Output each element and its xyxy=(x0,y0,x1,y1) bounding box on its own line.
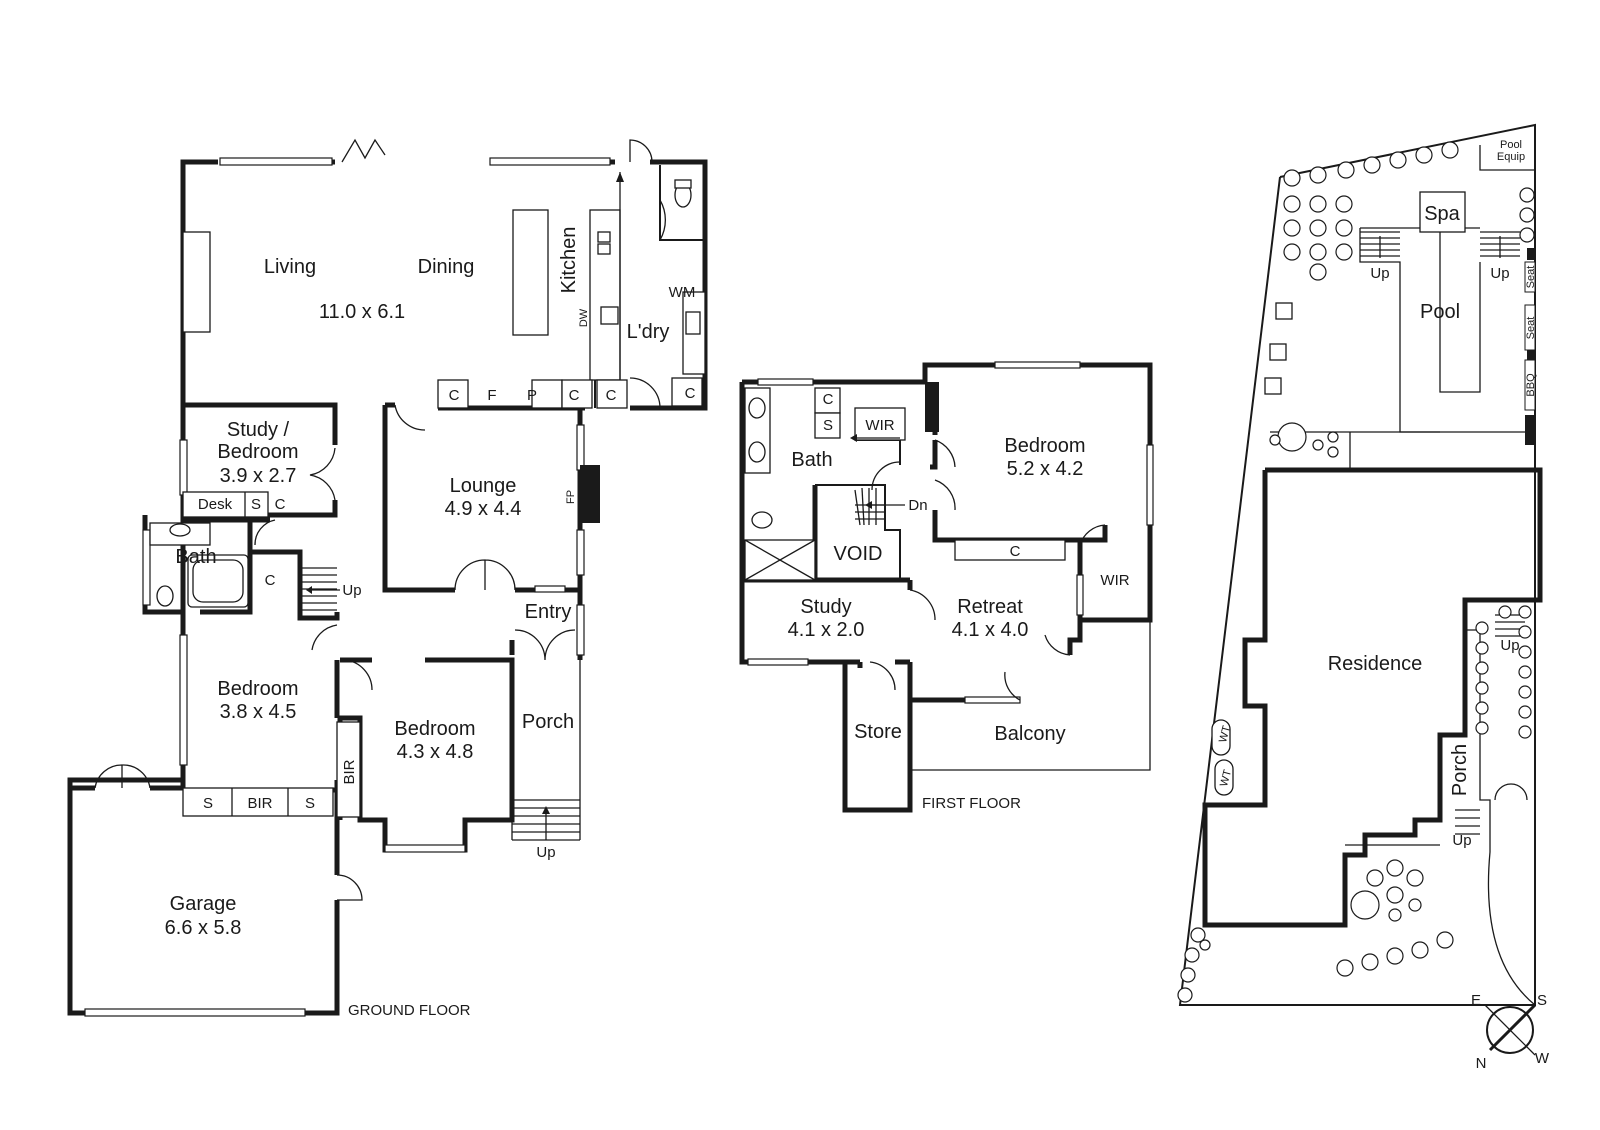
ff-closet-label: C xyxy=(823,391,834,408)
pool-equip-label-2: Equip xyxy=(1497,151,1525,163)
study-title-1: Study / xyxy=(227,419,290,441)
shelf-label-3: S xyxy=(305,795,315,812)
laundry-label: L'dry xyxy=(627,321,670,343)
bbq-label: BBQ xyxy=(1525,373,1537,397)
site-porch-label: Porch xyxy=(1449,744,1471,796)
entry-label: Entry xyxy=(525,601,572,623)
ff-void-label: VOID xyxy=(834,543,883,565)
spa-label: Spa xyxy=(1424,203,1460,225)
ff-study-label: Study xyxy=(800,596,851,618)
pantry-label: P xyxy=(527,387,537,404)
site-up-label-2: Up xyxy=(1490,265,1509,282)
seat-label-2: Seat xyxy=(1525,317,1537,340)
compass-east: E xyxy=(1471,992,1481,1009)
site-trees xyxy=(1177,141,1535,1003)
ff-balcony-label: Balcony xyxy=(994,723,1065,745)
shelf-label-1: S xyxy=(251,496,261,513)
pool-label: Pool xyxy=(1420,301,1460,323)
closet-label-6: C xyxy=(265,572,276,589)
closet-label-1: C xyxy=(449,387,460,404)
residence-label: Residence xyxy=(1328,653,1423,675)
wt-label-1: WT xyxy=(1217,724,1233,744)
ff-study-size: 4.1 x 2.0 xyxy=(788,619,865,641)
bedroom-left-label: Bedroom xyxy=(217,678,298,700)
ff-retreat-label: Retreat xyxy=(957,596,1023,618)
compass-north: N xyxy=(1476,1055,1487,1072)
study-title-2: Bedroom xyxy=(217,441,298,463)
closet-label-2: C xyxy=(569,387,580,404)
closet-label-5: C xyxy=(275,496,286,513)
garage-label: Garage xyxy=(170,893,237,915)
compass: E S N W xyxy=(1471,992,1550,1072)
bedroom-left-size: 3.8 x 4.5 xyxy=(220,701,297,723)
site-up-label-4: Up xyxy=(1452,832,1471,849)
ff-bedroom-size: 5.2 x 4.2 xyxy=(1007,458,1084,480)
pool-equip-label-1: Pool xyxy=(1500,139,1522,151)
ground-floor-plan: Living Dining 11.0 x 6.1 Kitchen DW L'dr… xyxy=(67,138,708,1019)
ff-wir-label-2: WIR xyxy=(1100,572,1129,589)
study-size: 3.9 x 2.7 xyxy=(220,465,297,487)
bedroom-mid-size: 4.3 x 4.8 xyxy=(397,741,474,763)
first-floor-title: FIRST FLOOR xyxy=(922,795,1021,812)
living-label: Living xyxy=(264,256,316,278)
closet-label-3: C xyxy=(606,387,617,404)
site-up-label-3: Up xyxy=(1500,637,1519,654)
ff-retreat-size: 4.1 x 4.0 xyxy=(952,619,1029,641)
ff-shelf-label: S xyxy=(823,417,833,434)
compass-south: S xyxy=(1537,992,1547,1009)
ff-wir-label-1: WIR xyxy=(865,417,894,434)
closet-label-4: C xyxy=(685,385,696,402)
wm-label: WM xyxy=(669,284,696,301)
ff-bath-label: Bath xyxy=(791,449,832,471)
ff-closet-label-2: C xyxy=(1010,543,1021,560)
bir-vertical-label: BIR xyxy=(341,759,358,784)
ff-dn-label: Dn xyxy=(908,497,927,514)
dining-label: Dining xyxy=(418,256,475,278)
compass-west: W xyxy=(1535,1050,1550,1067)
site-up-label-1: Up xyxy=(1370,265,1389,282)
ground-stairs xyxy=(300,567,580,841)
wt-label-2: WT xyxy=(1218,768,1234,788)
fireplace-label: FP xyxy=(565,490,577,504)
shelf-label-2: S xyxy=(203,795,213,812)
porch-up-label: Up xyxy=(536,844,555,861)
seat-label-1: Seat xyxy=(1525,266,1537,289)
ground-floor-title: GROUND FLOOR xyxy=(348,1002,471,1019)
first-floor-stairs xyxy=(854,487,905,526)
first-floor-plan: C S WIR Bath Bedroom 5.2 x 4.2 Dn VOID C… xyxy=(739,361,1154,813)
site-plan: Pool Equip Spa Up Up Pool Seat Seat BBQ … xyxy=(1177,123,1543,1006)
bath-label: Bath xyxy=(175,546,216,568)
garage-size: 6.6 x 5.8 xyxy=(165,917,242,939)
kitchen-label: Kitchen xyxy=(558,227,580,294)
lounge-label: Lounge xyxy=(450,475,517,497)
ff-store-label: Store xyxy=(854,721,902,743)
stairs-up-label: Up xyxy=(342,582,361,599)
porch-label: Porch xyxy=(522,711,574,733)
ff-bedroom-label: Bedroom xyxy=(1004,435,1085,457)
fridge-label: F xyxy=(487,387,496,404)
bir-label: BIR xyxy=(247,795,272,812)
desk-label: Desk xyxy=(198,496,233,513)
bedroom-mid-label: Bedroom xyxy=(394,718,475,740)
living-dining-size: 11.0 x 6.1 xyxy=(319,301,405,323)
lounge-size: 4.9 x 4.4 xyxy=(445,498,522,520)
dw-label: DW xyxy=(578,308,590,327)
